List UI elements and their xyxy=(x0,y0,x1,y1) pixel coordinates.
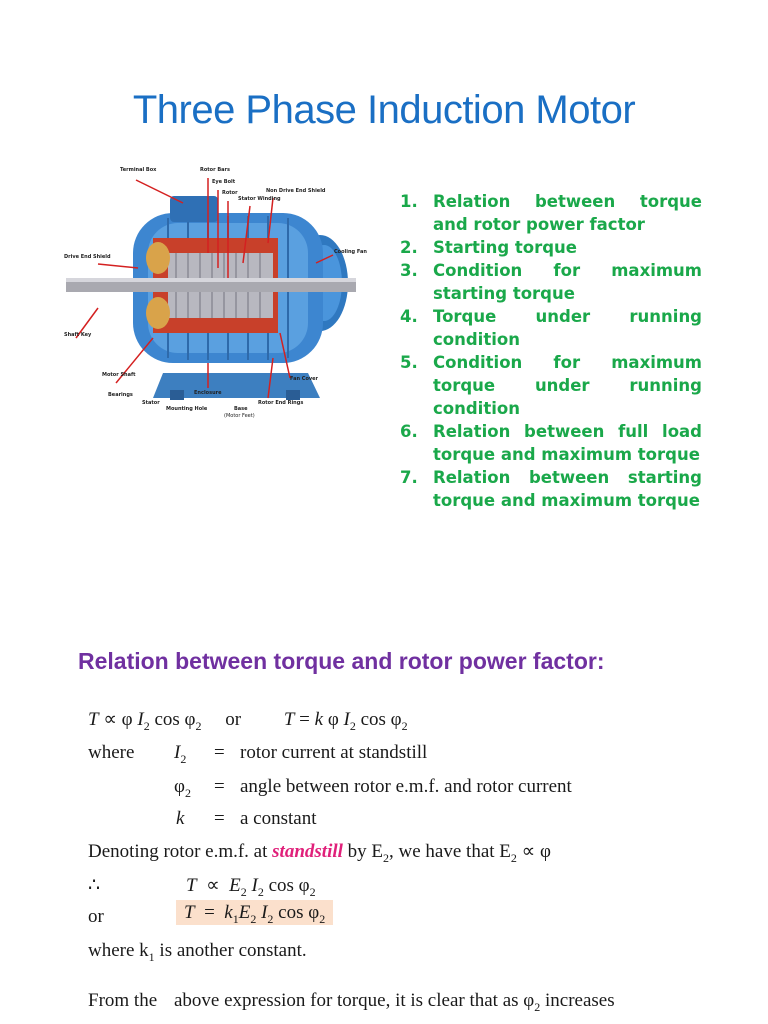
page-title: Three Phase Induction Motor xyxy=(132,88,636,132)
def-i2-symbol: I2 xyxy=(174,742,187,766)
topic-text: Relation between starting torque and max… xyxy=(433,468,702,510)
label-stator-winding: Stator Winding xyxy=(238,196,281,202)
def-phi2-text: angle between rotor e.m.f. and rotor cur… xyxy=(240,776,572,797)
label-non-drive-end-shield: Non Drive End Shield xyxy=(266,188,326,194)
def-k-text: a constant xyxy=(240,808,317,829)
topic-list: 1. Relation between torque and rotor powe… xyxy=(400,190,702,512)
motor-cutaway-figure: Terminal Box Rotor Bars Eye Bolt Rotor S… xyxy=(64,167,367,419)
topic-number: 6. xyxy=(400,422,418,441)
topic-item: 2. Starting torque xyxy=(400,236,702,259)
conclusion-line: above expression for torque, it is clear… xyxy=(174,990,615,1014)
word-or-2: or xyxy=(88,906,104,927)
word-where: where xyxy=(88,742,135,763)
label-fan-cover: Fan Cover xyxy=(290,376,319,382)
topic-number: 2. xyxy=(400,238,418,257)
topic-number: 5. xyxy=(400,353,418,372)
topic-text: Starting torque xyxy=(433,238,577,257)
word-or: or xyxy=(225,709,242,730)
def-phi2-symbol: φ2 xyxy=(174,776,191,800)
label-enclosure: Enclosure xyxy=(194,390,222,396)
topic-number: 3. xyxy=(400,261,418,280)
topic-text: Relation between full load torque and ma… xyxy=(433,422,702,464)
topic-number: 7. xyxy=(400,468,418,487)
topic-item: 7. Relation between starting torque and m… xyxy=(400,466,702,512)
label-cooling-fan: Cooling Fan xyxy=(334,249,367,255)
formula-line-e2: T ∝ E2 I2 cos φ2 xyxy=(186,875,316,899)
label-mounting-hole: Mounting Hole xyxy=(166,406,208,412)
section-heading: Relation between torque and rotor power … xyxy=(78,648,605,674)
topic-item: 6. Relation between full load torque and … xyxy=(400,420,702,466)
label-rotor-end-rings: Rotor End Rings xyxy=(258,400,303,406)
denoting-pre: Denoting rotor e.m.f. at xyxy=(88,841,273,862)
label-base: Base xyxy=(234,406,248,412)
def-k-symbol: k xyxy=(176,808,185,829)
therefore-symbol: ∴ xyxy=(88,875,101,896)
topic-item: 1. Relation between torque and rotor powe… xyxy=(400,190,702,236)
def-equals: = xyxy=(214,742,225,763)
def-i2-text: rotor current at standstill xyxy=(240,742,428,763)
label-stator: Stator xyxy=(142,400,160,406)
label-drive-end-shield: Drive End Shield xyxy=(64,254,111,260)
label-terminal-box: Terminal Box xyxy=(120,167,157,173)
topic-text: Relation between torque and rotor power … xyxy=(433,192,702,234)
def-equals: = xyxy=(214,776,225,797)
topic-item: 5. Condition for maximum torque under run… xyxy=(400,351,702,420)
label-eye-bolt: Eye Bolt xyxy=(212,179,236,185)
topic-item: 4. Torque under running condition xyxy=(400,305,702,351)
label-rotor-bars: Rotor Bars xyxy=(200,167,230,173)
label-shaft-key: Shaft Key xyxy=(64,332,92,338)
standstill-highlight: standstill xyxy=(272,841,343,862)
denoting-tail: , we have that E xyxy=(389,841,511,862)
from-the: From the xyxy=(88,990,158,1011)
label-rotor: Rotor xyxy=(222,190,238,196)
conclusion-text: above expression for torque, it is clear… xyxy=(174,990,535,1011)
k1-line: where k1 is another constant. xyxy=(88,940,307,964)
def-equals: = xyxy=(214,808,225,829)
another-constant: is another constant. xyxy=(154,940,307,961)
topic-number: 4. xyxy=(400,307,418,326)
topic-text: Condition for maximum starting torque xyxy=(433,261,702,303)
topic-text: Condition for maximum torque under runni… xyxy=(433,353,702,418)
topic-text: Torque under running condition xyxy=(433,307,702,349)
where-k1: where k xyxy=(88,940,149,961)
label-motor-feet: (Motor Feet) xyxy=(224,413,255,419)
topic-number: 1. xyxy=(400,192,418,211)
boxed-formula: T = k1E2 I2 cos φ2 xyxy=(176,900,334,927)
topic-item: 3. Condition for maximum starting torque xyxy=(400,259,702,305)
label-bearings: Bearings xyxy=(108,392,133,398)
increases-text: increases xyxy=(540,990,615,1011)
denoting-post: by E xyxy=(342,841,384,862)
denoting-line: Denoting rotor e.m.f. at standstill by E… xyxy=(88,841,551,865)
formula-line-proportional: T ∝ φ I2 cos φ2 or T = k φ I2 cos φ2 xyxy=(88,709,408,733)
formula-line-i2: where xyxy=(88,742,134,764)
label-motor-shaft: Motor Shaft xyxy=(102,372,136,378)
